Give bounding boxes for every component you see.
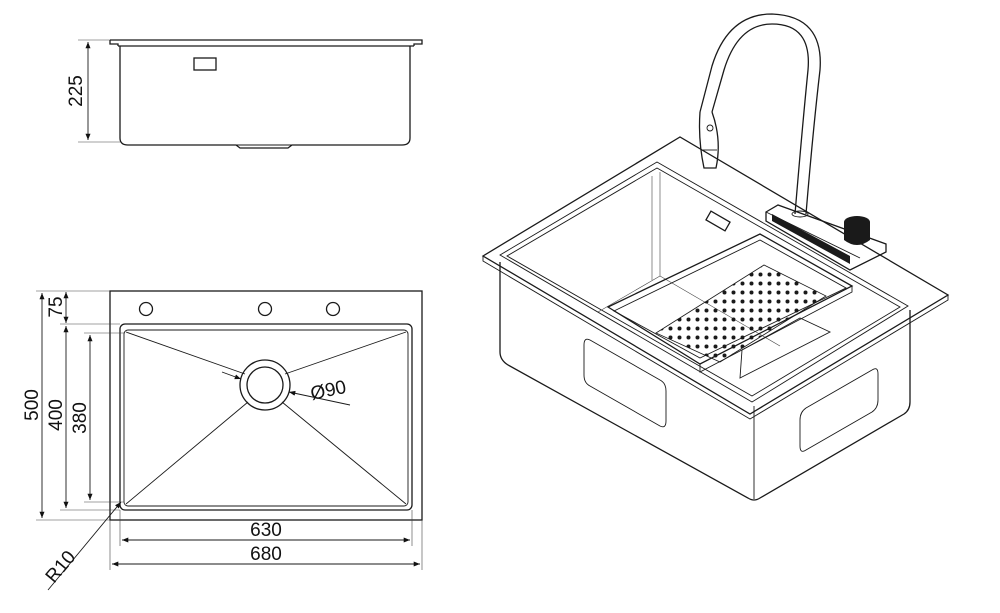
tap-hole-left [138, 301, 154, 317]
dim-front-offset: 75 [46, 296, 67, 317]
bowl-outer [119, 323, 413, 511]
overflow-slot [193, 57, 217, 71]
top-plan-view: Ø90 75 500 400 380 630 680 R10 [22, 290, 423, 591]
waterfall-outlet [765, 204, 887, 271]
dim-drain-diameter: Ø90 [309, 377, 349, 405]
drain-outer [239, 359, 291, 411]
iso-overflow-slot [705, 210, 731, 232]
dim-overall-width: 680 [250, 544, 282, 565]
dim-bowl-depth-outer: 400 [46, 399, 67, 431]
dim-bowl-width: 630 [250, 520, 282, 541]
drain-inner [246, 366, 284, 404]
isometric-view [481, 13, 950, 501]
dim-bowl-depth-inner: 380 [70, 402, 91, 434]
side-elevation-view: 225 [66, 39, 423, 149]
tap-hole-right [325, 301, 341, 317]
control-knob [844, 222, 870, 245]
bowl-inner [123, 329, 409, 507]
colander-basket [606, 233, 854, 379]
dim-corner-radius: R10 [42, 547, 80, 587]
dim-overall-depth: 500 [22, 389, 43, 421]
tap-hole-center [257, 301, 273, 317]
dim-depth: 225 [66, 75, 87, 107]
deck-outline [109, 290, 423, 521]
pull-down-faucet [698, 13, 821, 218]
